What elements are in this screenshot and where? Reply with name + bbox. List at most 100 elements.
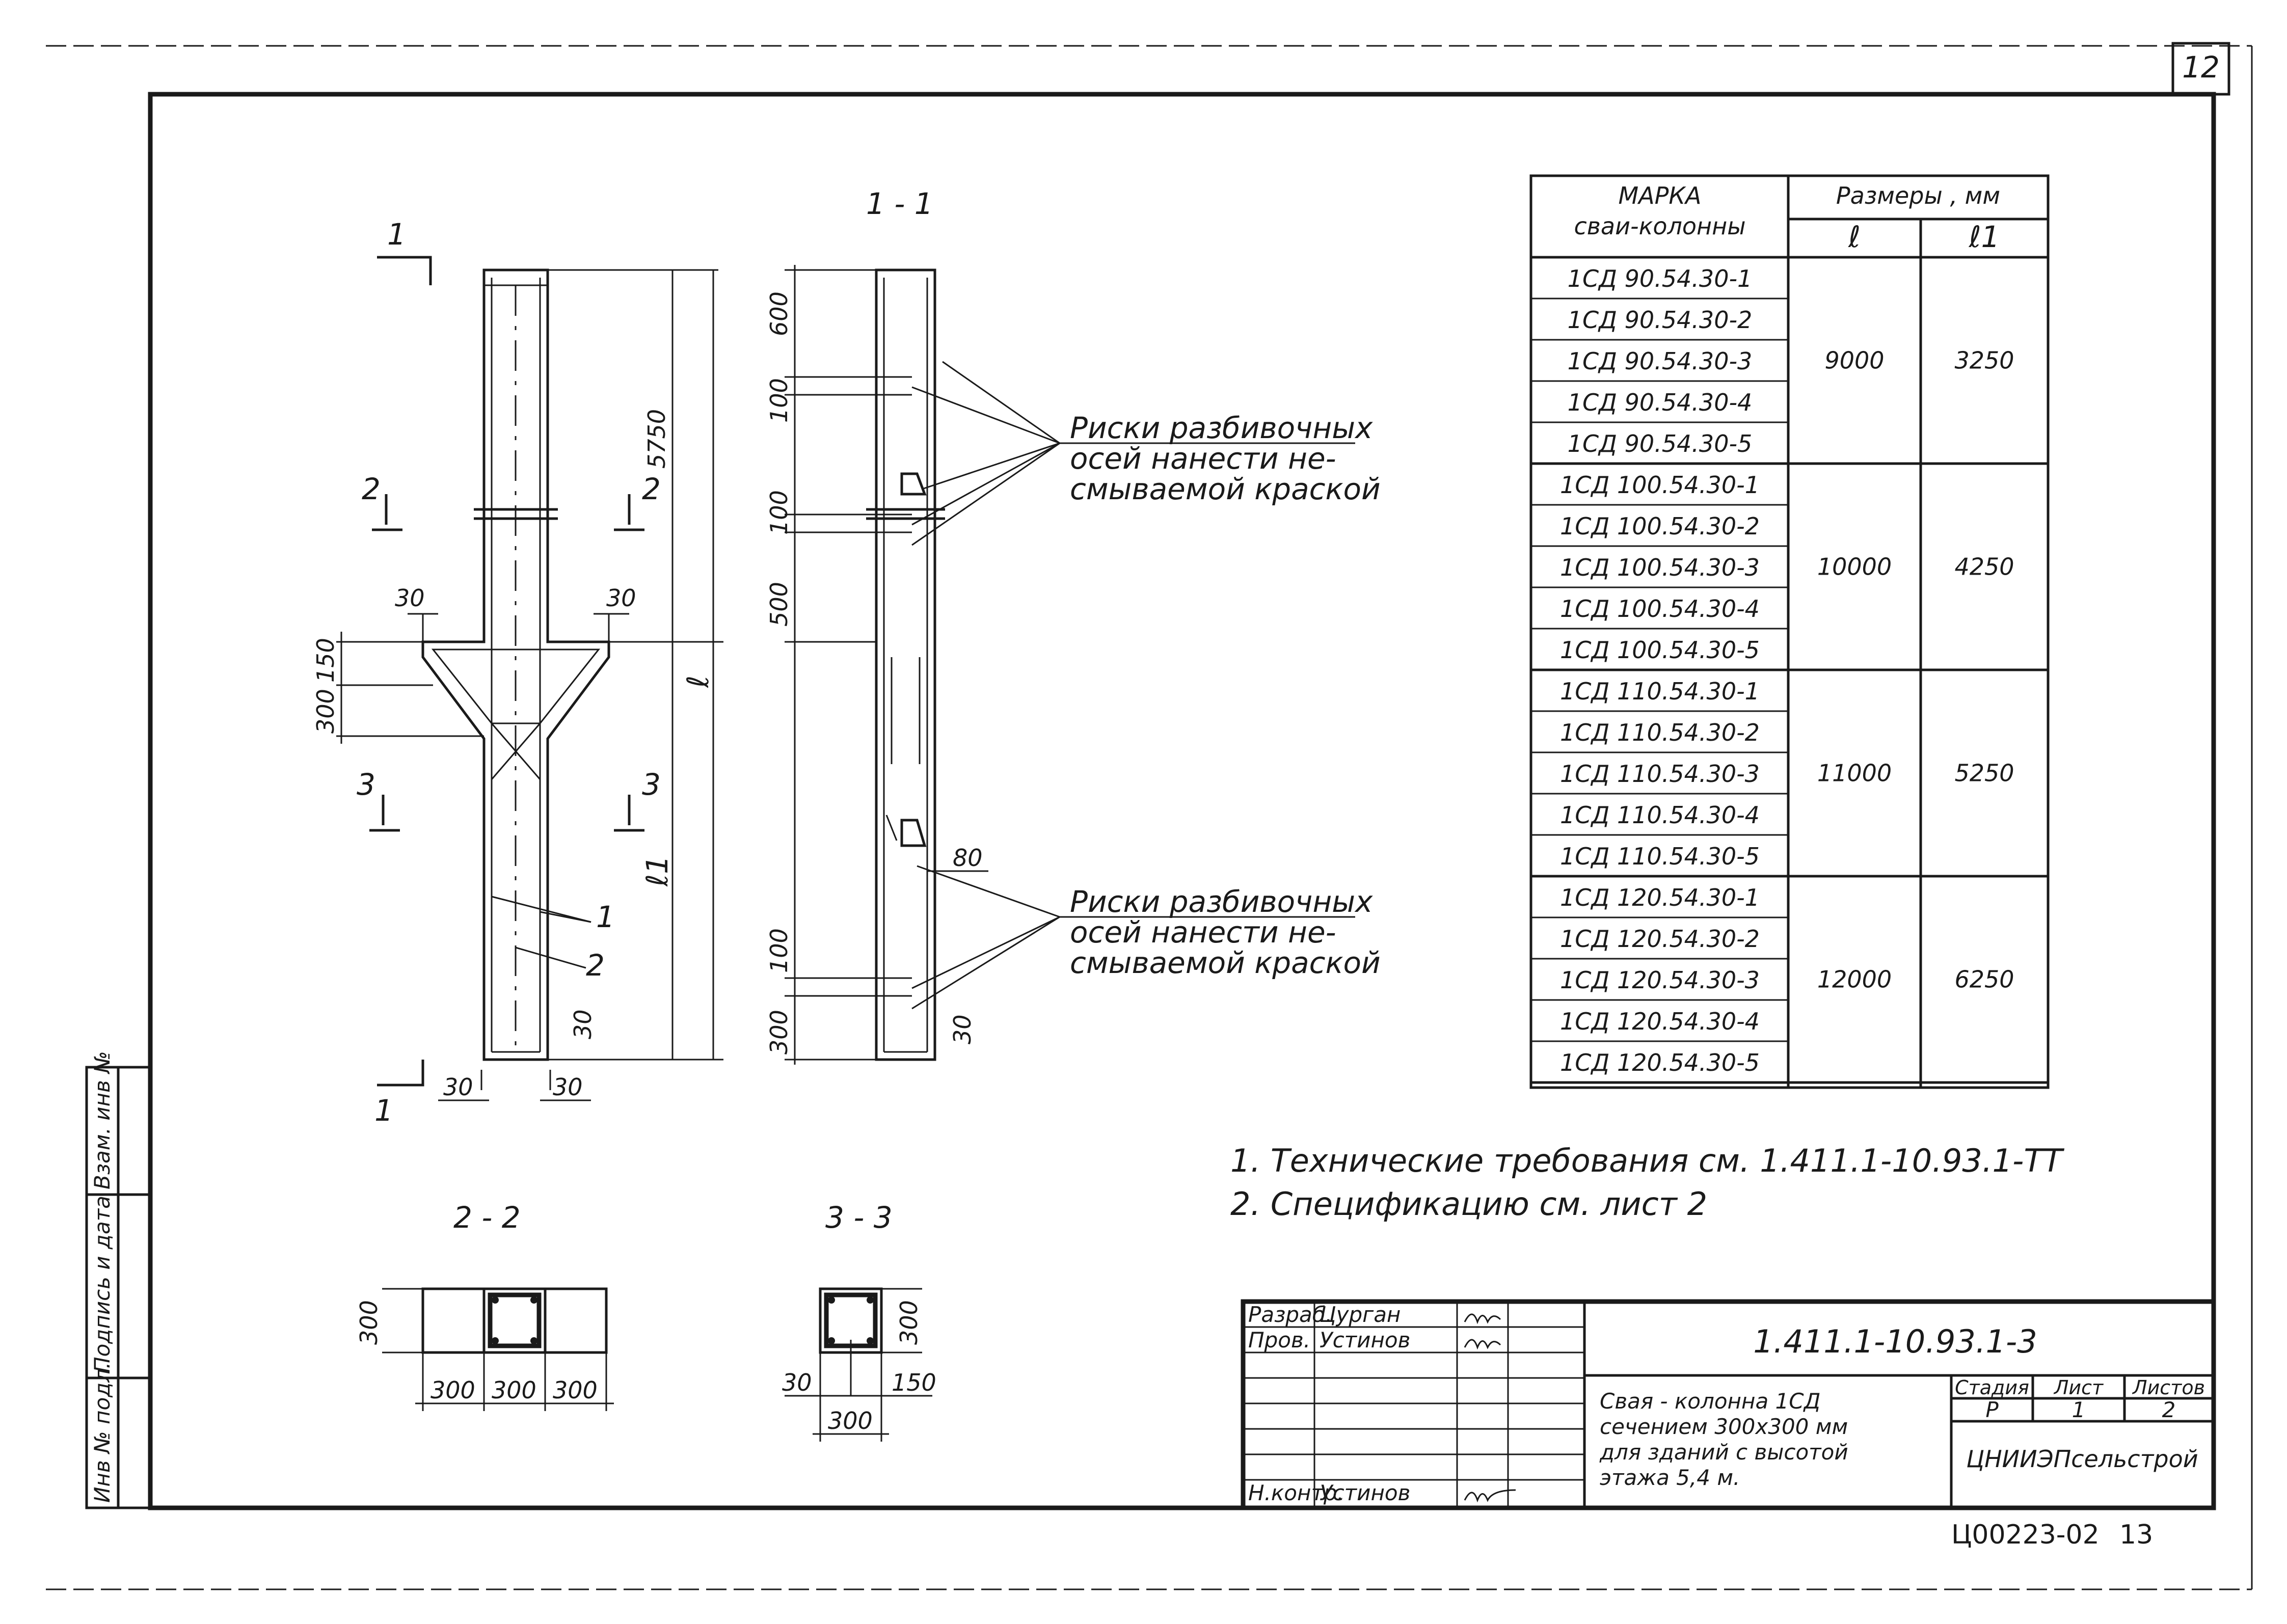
side-stamp: Инв № подл. Подпись и дата Взам. инв № [85, 1051, 152, 1509]
section-mark-3-left: 3 [357, 767, 375, 802]
dim-300: 300 [312, 689, 339, 734]
dim-3-3-w300: 300 [828, 1407, 873, 1434]
table-header-l1: ℓ1 [1969, 220, 2000, 254]
section-2-2: 2 - 2 300 300 300 300 [355, 1200, 614, 1411]
table-cell-mark: 1СД 110.54.30-1 [1560, 678, 1760, 705]
dim-100-b: 100 [765, 490, 793, 535]
dim-150: 150 [312, 638, 339, 683]
section-3-3: 3 - 3 300 30 150 300 [782, 1200, 936, 1442]
title-block: Разраб. Цурган Пров. Устинов Н.контр. Ус… [1241, 1299, 2216, 1510]
dim-2-2-h300: 300 [355, 1300, 383, 1345]
note-bottom-line-3: смываемой краской [1070, 945, 1381, 980]
dim-30-br: 30 [553, 1073, 583, 1101]
dim-5750: 5750 [643, 409, 670, 469]
tb-role-3: Н.контр. [1248, 1480, 1344, 1505]
table-cell-mark: 1СД 100.54.30-1 [1560, 471, 1760, 499]
side-stamp-inv: Инв № подл. [90, 1362, 115, 1503]
marks-table: МАРКА сваи-колонны Размеры , мм ℓ ℓ1 1СД… [1529, 174, 2050, 1089]
table-header-mark: МАРКА [1618, 182, 1701, 209]
note-bottom-line-2: осей нанести не- [1070, 915, 1336, 950]
dim-3-3-150: 150 [892, 1369, 936, 1396]
dim-300-b: 300 [765, 1010, 793, 1054]
dim-30-s11: 30 [949, 1014, 976, 1044]
dim-500: 500 [765, 582, 793, 627]
dim-2-2-w1: 300 [431, 1376, 475, 1404]
section-mark-1-top: 1 [387, 217, 406, 252]
column-elevation: 1 1 2 2 3 3 5750 ℓ ℓ1 30 30 150 [312, 217, 723, 1128]
tb-stage-label: Стадия [1955, 1376, 2029, 1399]
section-3-3-title: 3 - 3 [825, 1200, 893, 1235]
table-cell-mark: 1СД 110.54.30-2 [1560, 719, 1760, 746]
table-header-sizes: Размеры , мм [1836, 182, 2000, 209]
table-header-l: ℓ [1848, 220, 1861, 254]
dim-100-a: 100 [765, 378, 793, 423]
table-cell-mark: 1СД 100.54.30-2 [1560, 512, 1760, 540]
table-cell-l: 9000 [1824, 347, 1884, 374]
table-cell-l: 12000 [1817, 966, 1892, 993]
table-cell-mark: 1СД 120.54.30-5 [1560, 1049, 1760, 1076]
note-2: 2. Спецификацию см. лист 2 [1230, 1185, 1707, 1223]
dim-3-3-30: 30 [782, 1369, 812, 1396]
table-cell-l: 11000 [1817, 760, 1892, 787]
callout-1: 1 [596, 900, 615, 934]
tb-stage: Р [1985, 1397, 1999, 1422]
dim-2-2-w2: 300 [492, 1376, 536, 1404]
tb-designation: 1.411.1-10.93.1-3 [1753, 1323, 2037, 1360]
tb-title-1: Свая - колонна 1СД [1600, 1389, 1820, 1414]
side-stamp-sign: Подпись и дата [90, 1196, 115, 1373]
dim-l: ℓ [681, 675, 715, 688]
table-cell-mark: 1СД 110.54.30-3 [1560, 760, 1760, 788]
table-cell-mark: 1СД 90.54.30-2 [1568, 306, 1753, 334]
tb-name-1: Цурган [1320, 1302, 1401, 1327]
tb-sheet-label: Лист [2053, 1376, 2104, 1399]
dim-30-left: 30 [395, 584, 425, 612]
table-header-mark-sub: сваи-колонны [1574, 212, 1745, 240]
tb-title-4: этажа 5,4 м. [1600, 1465, 1740, 1490]
table-cell-l1: 4250 [1954, 553, 2014, 581]
table-cell-l1: 3250 [1954, 347, 2014, 374]
doc-number: 13 [2119, 1520, 2153, 1550]
tb-org: ЦНИИЭПсельстрой [1966, 1445, 2198, 1473]
dim-30-bottom: 30 [569, 1009, 597, 1039]
table-cell-l1: 6250 [1954, 966, 2014, 993]
dim-30-bl: 30 [443, 1073, 473, 1101]
tb-sheet: 1 [2072, 1397, 2086, 1422]
page-number: 12 [2182, 50, 2220, 85]
side-stamp-replace: Взам. инв № [90, 1051, 115, 1189]
section-1-1: 1 - 1 600 100 100 500 100 300 80 30 [765, 186, 1381, 1065]
table-cell-mark: 1СД 90.54.30-5 [1568, 430, 1753, 457]
table-cell-l: 10000 [1817, 553, 1892, 581]
tb-name-3: Устинов [1320, 1480, 1410, 1505]
table-cell-mark: 1СД 120.54.30-3 [1560, 966, 1760, 994]
note-top-line-3: смываемой краской [1070, 472, 1381, 506]
note-bottom-line-1: Риски разбивочных [1070, 884, 1373, 919]
page-number-box [2171, 42, 2230, 96]
table-cell-mark: 1СД 90.54.30-4 [1568, 389, 1753, 416]
section-1-1-title: 1 - 1 [866, 186, 933, 221]
table-cell-mark: 1СД 110.54.30-5 [1560, 843, 1760, 870]
table-cell-mark: 1СД 100.54.30-5 [1560, 636, 1760, 664]
tb-name-2: Устинов [1320, 1328, 1410, 1352]
table-cell-mark: 1СД 120.54.30-4 [1560, 1008, 1760, 1035]
tb-role-1: Разраб. [1248, 1302, 1332, 1327]
tb-role-2: Пров. [1248, 1328, 1310, 1352]
callout-2: 2 [586, 948, 605, 983]
note-1: 1. Технические требования см. 1.411.1-10… [1230, 1142, 2064, 1179]
tb-sheets-label: Листов [2132, 1376, 2205, 1399]
section-mark-3-right: 3 [642, 767, 661, 802]
dim-2-2-w3: 300 [553, 1376, 598, 1404]
dim-80: 80 [953, 844, 983, 872]
table-cell-mark: 1СД 120.54.30-2 [1560, 925, 1760, 953]
table-cell-mark: 1СД 90.54.30-3 [1568, 347, 1753, 375]
tb-sheets: 2 [2162, 1397, 2176, 1422]
table-cell-mark: 1СД 90.54.30-1 [1568, 265, 1753, 292]
section-2-2-title: 2 - 2 [453, 1200, 521, 1235]
table-cell-l1: 5250 [1954, 760, 2014, 787]
table-cell-mark: 1СД 120.54.30-1 [1560, 884, 1760, 911]
dim-600: 600 [765, 291, 793, 336]
dim-l1: ℓ1 [640, 855, 675, 887]
drawing-frame [148, 92, 2216, 1510]
note-top-line-2: осей нанести не- [1070, 441, 1336, 476]
dim-3-3-h300: 300 [895, 1300, 923, 1345]
